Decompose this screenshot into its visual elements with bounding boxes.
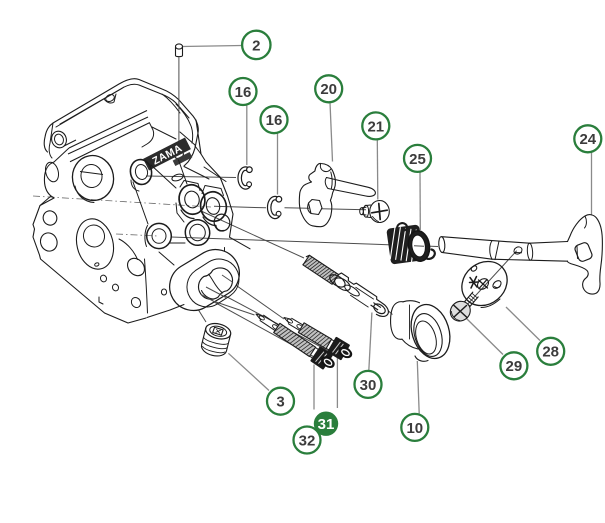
svg-text:21: 21 <box>367 118 384 135</box>
svg-text:25: 25 <box>409 151 426 168</box>
svg-text:30: 30 <box>360 377 377 394</box>
svg-text:10: 10 <box>406 420 423 437</box>
svg-text:20: 20 <box>320 81 337 98</box>
svg-text:3: 3 <box>276 394 284 411</box>
svg-text:32: 32 <box>299 432 316 449</box>
svg-text:31: 31 <box>318 416 335 433</box>
svg-text:29: 29 <box>506 358 523 375</box>
svg-text:24: 24 <box>579 131 596 148</box>
svg-text:16: 16 <box>235 84 252 101</box>
svg-text:2: 2 <box>252 37 260 54</box>
svg-text:28: 28 <box>542 344 559 361</box>
svg-text:16: 16 <box>266 112 283 129</box>
